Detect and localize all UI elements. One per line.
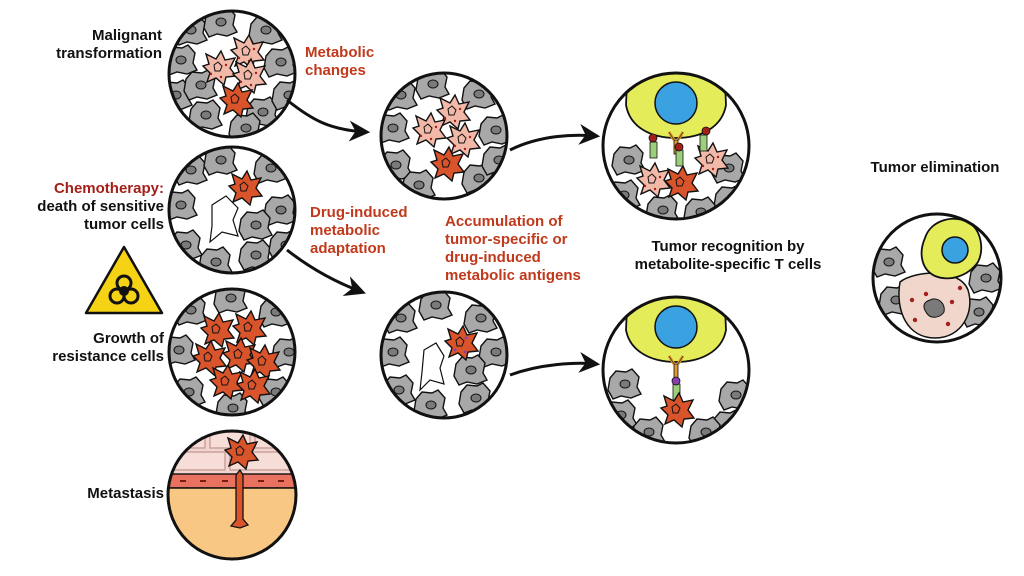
arrow-drug-to-recognition bbox=[509, 351, 601, 377]
arrow-malignant-to-metabolic bbox=[286, 98, 371, 142]
label-metabolic-changes: Metabolic changes bbox=[305, 44, 375, 79]
label-metastasis: Metastasis bbox=[87, 485, 164, 502]
arrow-metabolic-to-recognition bbox=[509, 123, 601, 152]
resistance-circle bbox=[167, 287, 297, 417]
recognition-circle-bottom bbox=[601, 295, 751, 445]
label-chemotherapy-body: death of sensitive tumor cells bbox=[37, 198, 164, 233]
label-drug-induced: Drug-induced metabolic adaptation bbox=[310, 204, 408, 257]
metabolic-circle bbox=[379, 71, 509, 201]
elimination-circle bbox=[871, 212, 1003, 344]
label-chemotherapy-title: Chemotherapy: bbox=[53, 180, 164, 197]
label-tumor-recognition: Tumor recognition by metabolite-specific… bbox=[634, 238, 822, 273]
malignant-circle bbox=[167, 9, 297, 139]
label-malignant-transformation: Malignant transformation bbox=[56, 27, 162, 62]
recognition-circle-top bbox=[601, 71, 751, 221]
chemotherapy-circle bbox=[167, 145, 297, 275]
label-growth-resistance: Growth of resistance cells bbox=[52, 330, 164, 365]
drug-induced-circle bbox=[379, 290, 509, 420]
label-accumulation: Accumulation of tumor-specific or drug-i… bbox=[445, 213, 581, 284]
biohazard-icon bbox=[84, 245, 164, 315]
metastasis-circle bbox=[166, 429, 298, 561]
label-tumor-elimination: Tumor elimination bbox=[870, 159, 1000, 176]
arrow-chemo-to-drug bbox=[286, 248, 366, 297]
